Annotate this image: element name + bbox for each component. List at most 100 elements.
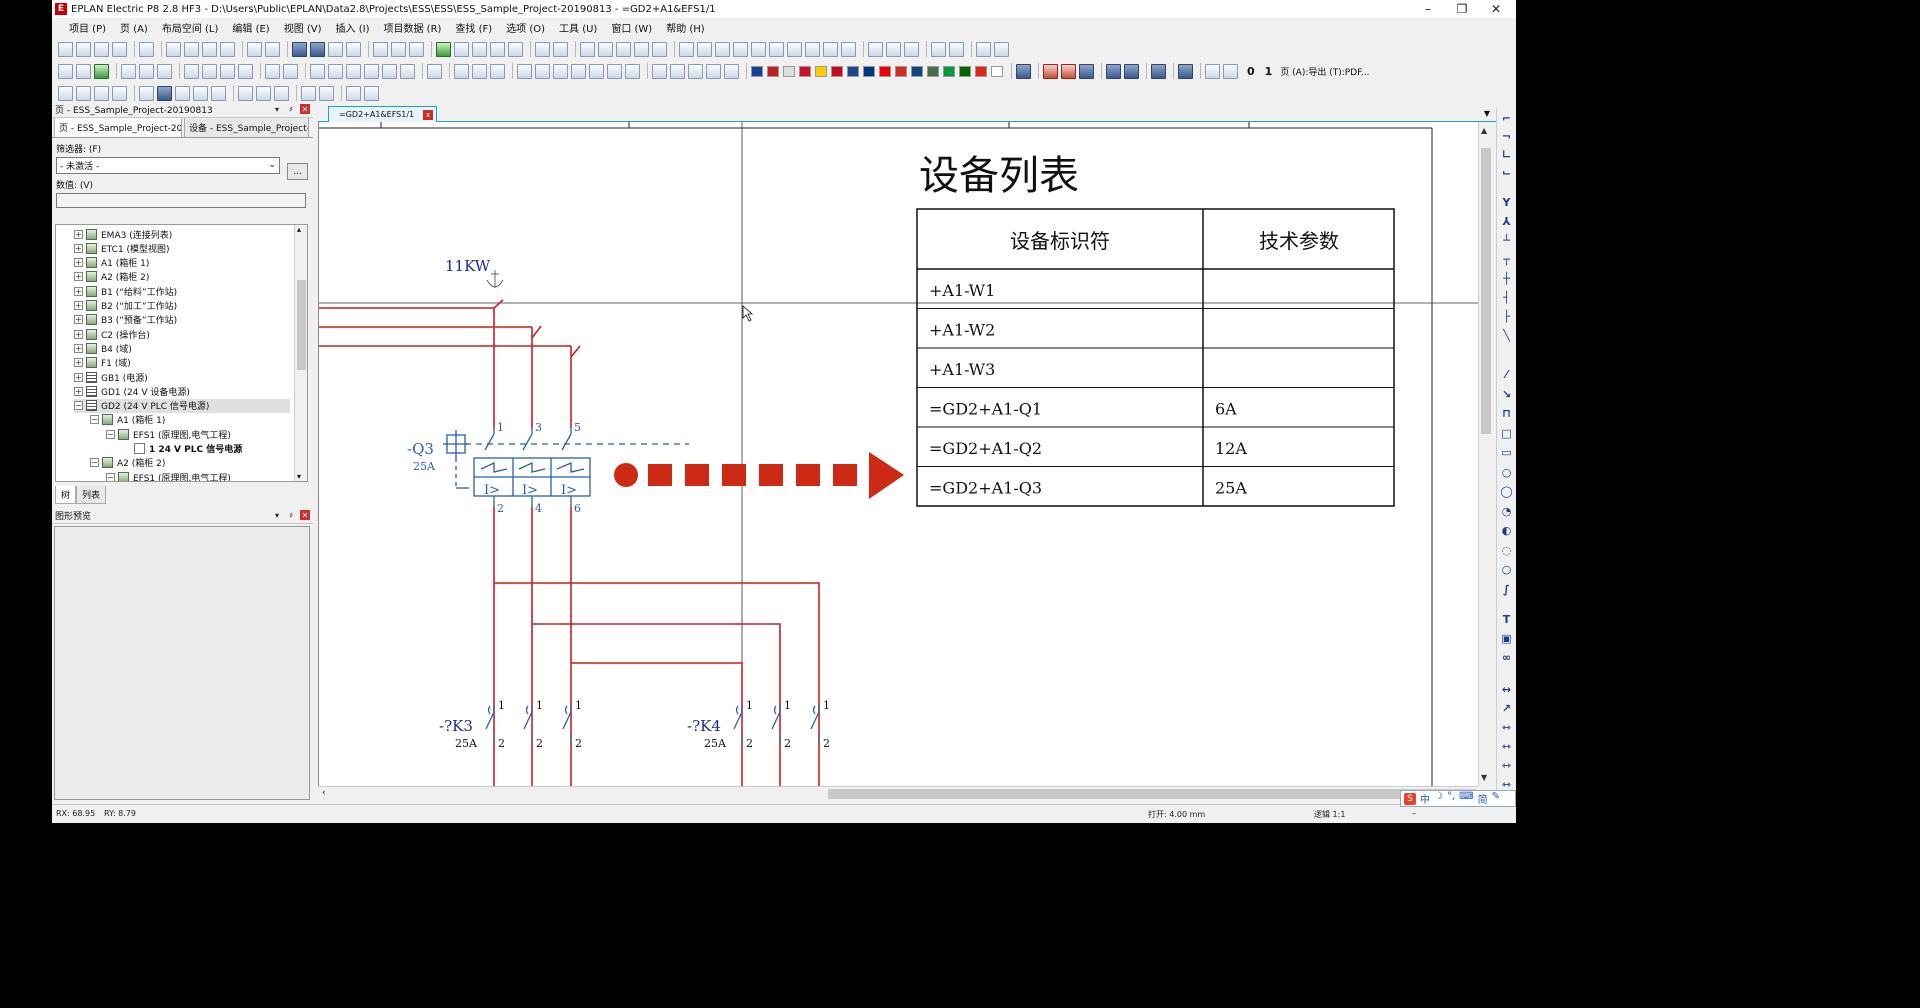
toolbar-button-icon[interactable]	[94, 85, 109, 101]
language-flag-icon[interactable]	[943, 65, 955, 77]
toolbar-button-icon[interactable]	[346, 85, 361, 101]
language-flag-icon[interactable]	[815, 65, 827, 77]
schematic-canvas[interactable]: 设备列表 设备标识符 技术参数 +A1-W1+A1-W2+A1-W3=GD2+A…	[318, 122, 1478, 786]
toolbar-button-icon[interactable]	[994, 41, 1009, 57]
expand-icon[interactable]: +	[74, 358, 83, 368]
toolbar-button-icon[interactable]	[1124, 63, 1139, 79]
panel-menu-icon[interactable]: ▾	[274, 104, 279, 114]
insert-symbol-icon[interactable]: ↘	[1501, 387, 1512, 401]
toolbar-button-icon[interactable]	[733, 41, 748, 57]
toolbar-button-icon[interactable]	[949, 41, 964, 57]
toolbar-button-icon[interactable]	[652, 41, 667, 57]
language-flag-icon[interactable]	[783, 65, 795, 77]
expand-icon[interactable]: +	[74, 329, 83, 339]
toolbar-button-icon[interactable]	[1079, 63, 1094, 79]
insert-symbol-icon[interactable]: ┤	[1503, 291, 1510, 304]
toolbar-button-icon[interactable]	[265, 63, 280, 79]
toolbar-button-icon[interactable]	[787, 41, 802, 57]
language-flag-icon[interactable]	[911, 65, 923, 77]
tree-node[interactable]: +A2 (箱柜 2)	[74, 270, 149, 284]
toolbar-button-icon[interactable]	[1016, 63, 1031, 79]
tree-node[interactable]: 1 24 V PLC 信号电源	[122, 442, 242, 456]
toolbar-button-icon[interactable]	[238, 85, 253, 101]
insert-symbol-icon[interactable]: ↗	[1501, 702, 1512, 715]
toolbar-button-icon[interactable]	[139, 63, 154, 79]
toolbar-button-icon[interactable]	[400, 63, 415, 79]
toolbar-button-icon[interactable]	[139, 41, 154, 57]
tree-node[interactable]: +GD1 (24 V 设备电源)	[74, 384, 190, 398]
insert-symbol-icon[interactable]: ◯	[1500, 485, 1513, 498]
toolbar-button-icon[interactable]	[166, 41, 181, 57]
tree-node[interactable]: −A2 (箱柜 2)	[90, 456, 165, 470]
insert-symbol-icon[interactable]: ○	[1501, 563, 1512, 576]
menu-item-9[interactable]: 工具 (U)	[559, 23, 598, 35]
insert-symbol-icon[interactable]: Y	[1502, 196, 1511, 209]
toolbar-button-icon[interactable]	[616, 41, 631, 57]
toolbar-button-icon[interactable]	[1106, 63, 1121, 79]
language-flag-icon[interactable]	[799, 65, 811, 77]
language-flag-icon[interactable]	[863, 65, 875, 77]
language-flag-icon[interactable]	[895, 65, 907, 77]
toolbar-button-icon[interactable]	[670, 63, 685, 79]
tab-list[interactable]: 列表	[76, 486, 107, 504]
panel-close-icon[interactable]: ✕	[300, 104, 310, 114]
toolbar-button-icon[interactable]	[454, 63, 469, 79]
insert-symbol-icon[interactable]: ⇿	[1501, 759, 1512, 772]
tree-scroll-thumb[interactable]	[297, 280, 306, 370]
toolbar-button-icon[interactable]	[139, 85, 154, 101]
insert-symbol-icon[interactable]: ⁄	[1505, 368, 1508, 381]
tree-node[interactable]: −GD2 (24 V PLC 信号电源)	[74, 398, 290, 413]
expand-icon[interactable]: +	[74, 372, 83, 382]
toolbar-button-icon[interactable]	[1223, 63, 1238, 79]
tree-node[interactable]: −EFS1 (原理图,电气工程)	[106, 470, 231, 481]
toolbar-button-icon[interactable]	[58, 41, 73, 57]
menu-item-4[interactable]: 视图 (V)	[283, 23, 322, 35]
language-flag-icon[interactable]	[975, 65, 987, 77]
toolbar-button-icon[interactable]	[706, 63, 721, 79]
toolbar-button-icon[interactable]	[823, 41, 838, 57]
toolbar-button-icon[interactable]	[292, 41, 307, 57]
toolbar-button-icon[interactable]	[436, 41, 451, 57]
toolbar-button-icon[interactable]	[805, 41, 820, 57]
toolbar-button-icon[interactable]	[328, 41, 343, 57]
tree-node[interactable]: +F1 (域)	[74, 356, 131, 370]
tree-node[interactable]: +B2 (“加工”工作站)	[74, 299, 177, 313]
toolbar-button-icon[interactable]	[373, 41, 388, 57]
minimize-button[interactable]: –	[1425, 2, 1431, 16]
menu-item-3[interactable]: 编辑 (E)	[232, 23, 270, 35]
insert-symbol-icon[interactable]: ↔	[1501, 683, 1512, 696]
toolbar-button-icon[interactable]	[193, 85, 208, 101]
expand-icon[interactable]: +	[74, 386, 83, 396]
insert-symbol-icon[interactable]: ╲	[1503, 329, 1510, 342]
toolbar-digit[interactable]: 1	[1264, 64, 1273, 78]
insert-symbol-icon[interactable]: ∫	[1503, 582, 1510, 596]
toolbar-digit[interactable]: 0	[1247, 64, 1255, 78]
toolbar-button-icon[interactable]	[571, 63, 586, 79]
insert-symbol-icon[interactable]: ⊓	[1502, 407, 1511, 420]
tab-devices[interactable]: 设备 - ESS_Sample_Project-20...	[184, 117, 309, 137]
filter-select[interactable]: - 未激活 - ⌄	[56, 157, 280, 174]
language-flag-icon[interactable]	[927, 65, 939, 77]
collapse-icon[interactable]: −	[90, 415, 99, 425]
toolbar-button-icon[interactable]	[274, 85, 289, 101]
collapse-icon[interactable]: −	[74, 401, 83, 411]
toolbar-button-icon[interactable]	[454, 41, 469, 57]
toolbar-button-icon[interactable]	[886, 41, 901, 57]
toolbar-button-icon[interactable]	[184, 63, 199, 79]
toolbar-button-icon[interactable]	[202, 41, 217, 57]
toolbar-button-icon[interactable]	[715, 41, 730, 57]
expand-icon[interactable]: +	[74, 343, 83, 353]
toolbar-button-icon[interactable]	[220, 63, 235, 79]
toolbar-button-icon[interactable]	[580, 41, 595, 57]
toolbar-button-icon[interactable]	[1043, 63, 1058, 79]
toolbar-button-icon[interactable]	[508, 41, 523, 57]
insert-symbol-icon[interactable]: ▣	[1501, 632, 1512, 645]
scroll-up-icon[interactable]: ▲	[1481, 126, 1488, 135]
insert-symbol-icon[interactable]: ⅄	[1502, 215, 1511, 228]
toolbar-button-icon[interactable]	[490, 41, 505, 57]
toolbar-button-icon[interactable]	[76, 41, 91, 57]
tree-node[interactable]: +EMA3 (连接列表)	[74, 227, 172, 241]
toolbar-button-icon[interactable]	[364, 63, 379, 79]
tree-node[interactable]: +C2 (操作台)	[74, 327, 150, 341]
toolbar-button-icon[interactable]	[58, 63, 73, 79]
